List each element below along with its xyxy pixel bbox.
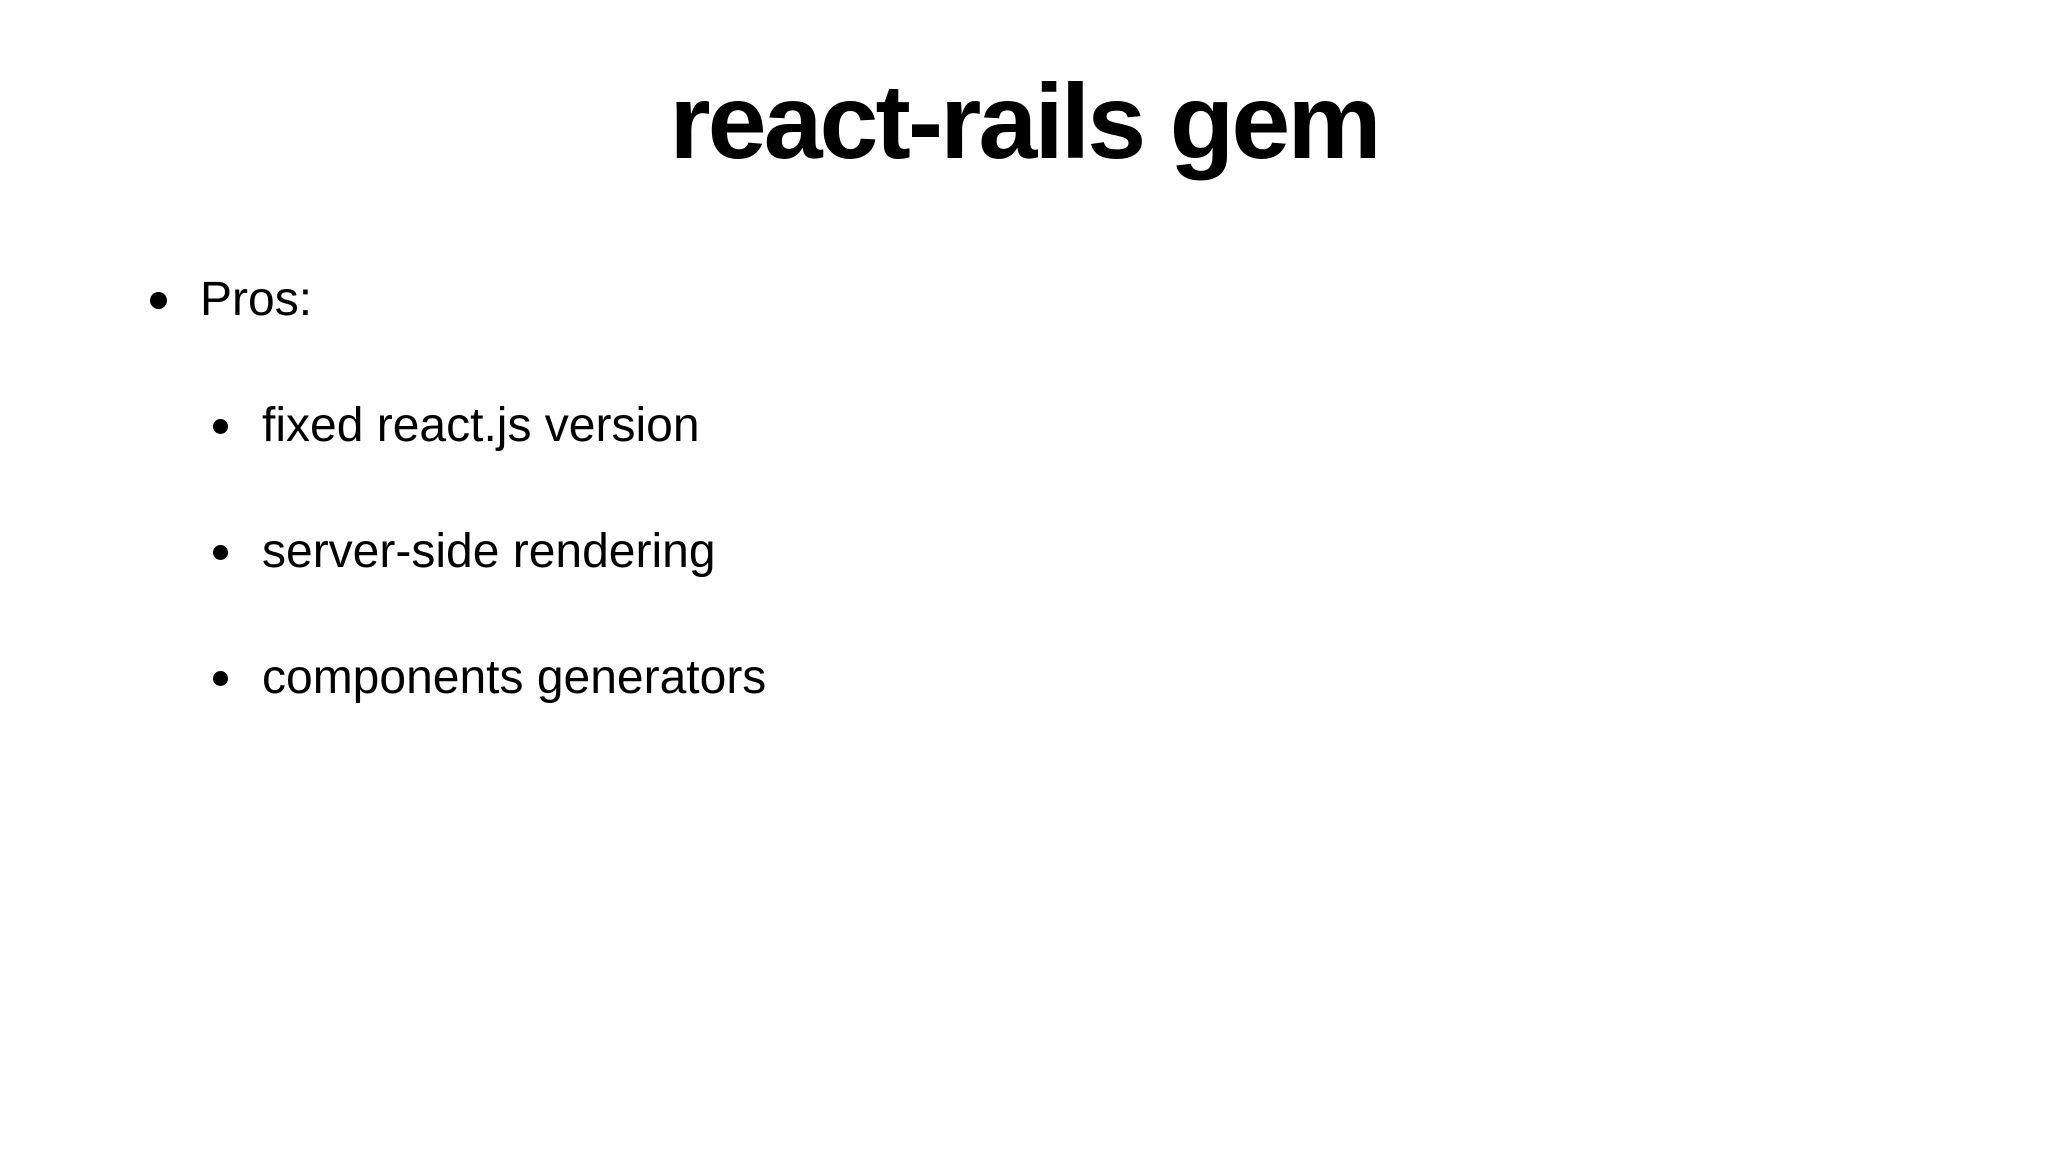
bullet-icon bbox=[213, 670, 228, 686]
list-item: server-side rendering bbox=[0, 524, 2048, 580]
list-item-label: Pros: bbox=[200, 273, 313, 326]
list-item-label: components generators bbox=[262, 651, 767, 704]
list-item-label: fixed react.js version bbox=[262, 399, 700, 452]
list-item-pros: Pros: bbox=[0, 272, 2048, 328]
list-item-label: server-side rendering bbox=[262, 525, 716, 578]
bullet-icon bbox=[213, 418, 228, 434]
bullet-icon bbox=[213, 544, 228, 560]
bullet-icon bbox=[150, 291, 167, 309]
list-item: components generators bbox=[0, 650, 2048, 706]
bullet-list: Pros: fixed react.js version server-side… bbox=[0, 272, 2048, 706]
slide-title: react-rails gem bbox=[669, 63, 1381, 181]
list-item: fixed react.js version bbox=[0, 398, 2048, 454]
